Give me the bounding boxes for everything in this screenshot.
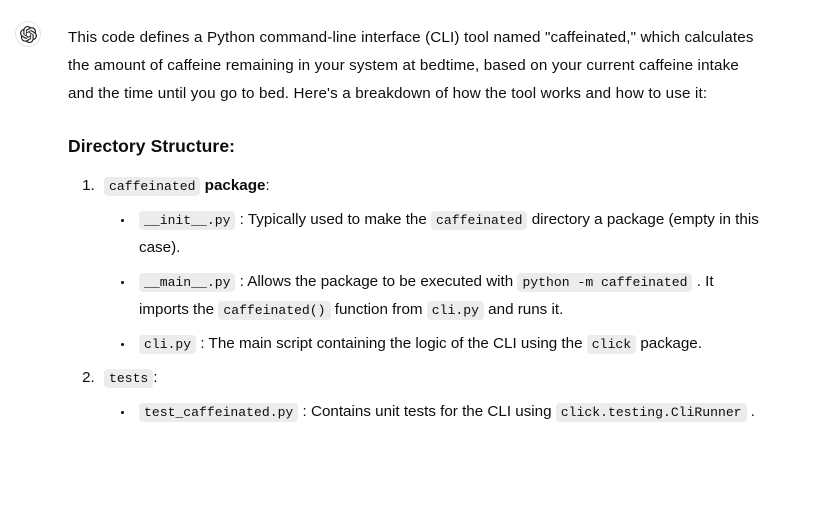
list-item: __init__.py : Typically used to make the…	[134, 206, 760, 262]
list-item-trailing: :	[153, 369, 158, 386]
page-title: Directory Structure:	[68, 136, 236, 156]
assistant-message: This code defines a Python command-line …	[0, 0, 824, 432]
list-item-trailing: :	[265, 177, 270, 194]
message-content: This code defines a Python command-line …	[68, 21, 760, 432]
code-chip-python-m-caffeinated: python -m caffeinated	[517, 273, 693, 292]
code-chip-cli-py: cli.py	[426, 301, 484, 320]
caffeinated-package-files: __init__.py : Typically used to make the…	[104, 206, 760, 358]
code-chip-click-testing-clirunner: click.testing.CliRunner	[555, 403, 747, 422]
list-item: cli.py : The main script containing the …	[134, 330, 760, 358]
directory-structure-list: caffeinated package: __init__.py : Typic…	[68, 172, 760, 426]
subitem-text-part-2: .	[750, 403, 756, 420]
code-chip-caffeinated-dir: caffeinated	[431, 211, 528, 230]
code-chip-main-py: __main__.py	[139, 273, 236, 292]
code-chip-init-py: __init__.py	[139, 211, 236, 230]
subitem-text-part-1: : The main script containing the logic o…	[200, 335, 583, 352]
subitem-text-part-4: and runs it.	[488, 301, 564, 318]
list-item: __main__.py : Allows the package to be e…	[134, 268, 760, 324]
openai-logo-avatar	[15, 21, 41, 47]
list-item-bold-label: package	[204, 177, 266, 194]
code-chip-caffeinated: caffeinated	[104, 177, 201, 196]
code-chip-click: click	[586, 335, 637, 354]
openai-logo-icon	[19, 25, 37, 43]
list-item: tests: test_caffeinated.py : Contains un…	[99, 364, 760, 426]
code-chip-caffeinated-function: caffeinated()	[218, 301, 331, 320]
code-chip-cli-py-main: cli.py	[139, 335, 197, 354]
intro-paragraph: This code defines a Python command-line …	[68, 29, 754, 102]
subitem-text-part-1: : Typically used to make the	[239, 211, 427, 228]
code-chip-tests: tests	[104, 369, 154, 388]
subitem-text-part-1: : Allows the package to be executed with	[239, 273, 514, 290]
tests-files: test_caffeinated.py : Contains unit test…	[104, 398, 760, 426]
subitem-text-part-2: package.	[640, 335, 702, 352]
subitem-text-part-2: directory a package (empty in this case)…	[139, 211, 759, 256]
subitem-text-part-1: : Contains unit tests for the CLI using	[302, 403, 552, 420]
subitem-text-part-2: . It imports the	[139, 273, 714, 318]
list-item: test_caffeinated.py : Contains unit test…	[134, 398, 760, 426]
subitem-text-part-3: function from	[334, 301, 423, 318]
code-chip-test-caffeinated-py: test_caffeinated.py	[139, 403, 299, 422]
list-item: caffeinated package: __init__.py : Typic…	[99, 172, 760, 358]
